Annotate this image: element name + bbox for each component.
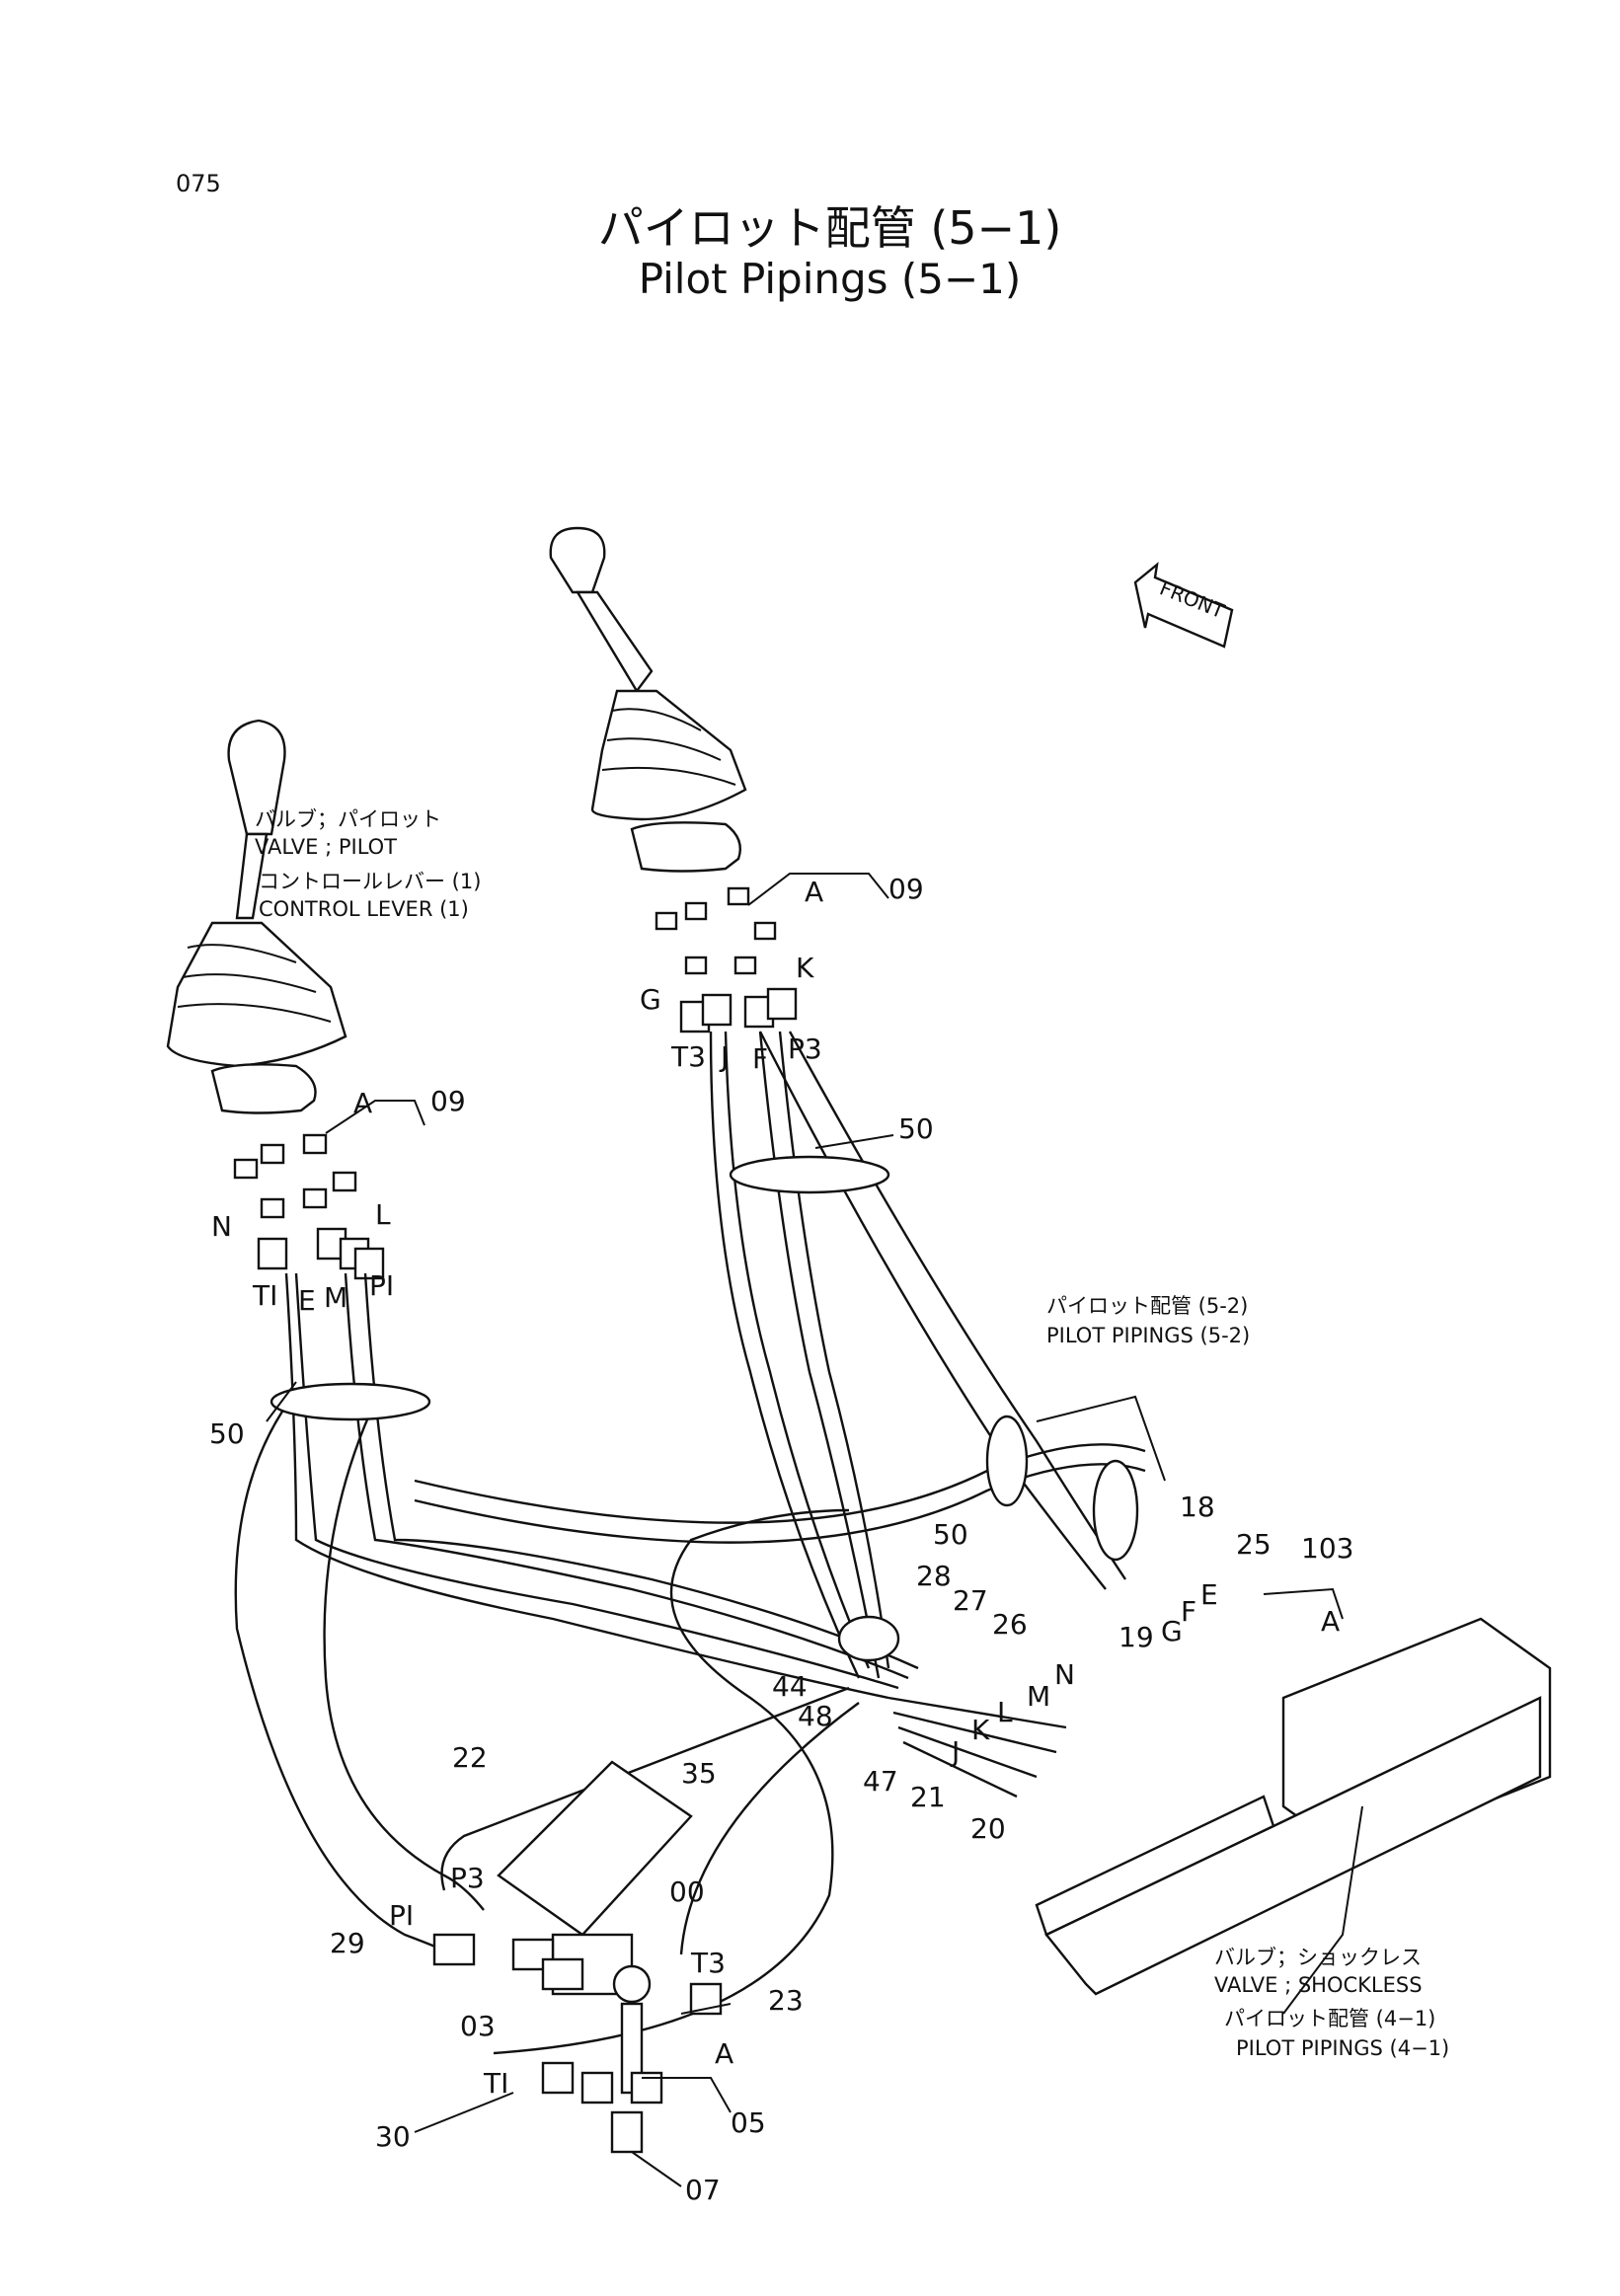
title-japanese: パイロット配管 (5−1) [597,201,1062,255]
callout-18: 18 [1180,1491,1215,1523]
port-label-f: F [1181,1595,1196,1628]
pilot-valve-assembly [432,1760,723,2154]
callout-09-left: 09 [430,1085,466,1117]
callout-50-top: 50 [898,1112,934,1145]
callout-30: 30 [375,2120,411,2153]
port-label-f: F [752,1042,768,1075]
callout-50-center: 50 [933,1518,968,1551]
port-label-a: A [353,1087,372,1119]
note-pipings52-en: PILOT PIPINGS (5-2) [1046,1324,1250,1347]
port-label-k: K [971,1714,990,1746]
port-label-n: N [211,1210,232,1243]
note-pilot-valve-en: VALVE ; PILOT [255,835,397,859]
port-label-a: A [805,876,823,908]
note-pipings41-en: PILOT PIPINGS (4−1) [1236,2036,1449,2060]
port-label-t1: TI [483,2067,508,2100]
callout-21: 21 [910,1781,946,1813]
left-control-lever [166,719,347,1114]
title-english: Pilot Pipings (5−1) [638,255,1022,303]
port-label-e: E [1200,1578,1218,1611]
port-label-p1: PI [369,1269,394,1302]
callout-22: 22 [452,1741,488,1774]
callout-03: 03 [460,2010,496,2042]
clamp-group [270,1155,1139,1662]
port-label-m: M [324,1281,347,1314]
port-label-k: K [796,952,814,984]
port-label-m: M [1027,1680,1050,1713]
front-arrow-icon: FRONT [1133,562,1234,649]
callout-47: 47 [863,1765,898,1798]
callout-20: 20 [970,1812,1006,1845]
callout-09-right: 09 [888,873,924,905]
shockless-valve-block [1035,1617,1552,1996]
callout-26: 26 [992,1608,1028,1641]
callout-29: 29 [330,1927,365,1959]
port-label-p1: PI [389,1899,414,1932]
port-label-a: A [1321,1605,1340,1638]
callout-05: 05 [731,2106,766,2139]
callout-28: 28 [916,1560,952,1592]
note-pipings52-jp: パイロット配管 (5-2) [1046,1294,1248,1318]
callout-00: 00 [669,1875,705,1908]
note-pilot-valve-jp: バルブ；パイロット [255,807,441,831]
callout-23: 23 [768,1984,804,2017]
port-label-l: L [997,1696,1013,1728]
callout-27: 27 [953,1584,988,1617]
port-label-a: A [715,2037,733,2070]
note-control-lever-jp: コントロールレバー (1) [259,870,481,893]
right-control-lever [549,526,747,873]
leader-lines [266,873,1363,2187]
callout-103: 103 [1301,1532,1353,1565]
port-label-t3: T3 [690,1947,726,1979]
page-number: 075 [176,170,221,197]
note-control-lever-en: CONTROL LEVER (1) [259,897,469,921]
port-label-e: E [298,1284,316,1317]
callout-25: 25 [1236,1528,1272,1561]
port-label-t1: TI [252,1279,277,1312]
callout-19: 19 [1119,1621,1154,1653]
callout-07: 07 [685,2174,721,2206]
note-pipings41-jp: パイロット配管 (4−1) [1224,2007,1435,2030]
port-label-j: J [950,1735,960,1768]
left-fitting-group [233,1133,385,1280]
port-label-p3: P3 [450,1862,485,1894]
note-shockless-jp: バルブ；ショックレス [1214,1946,1422,1969]
port-label-g: G [1161,1615,1183,1647]
note-shockless-en: VALVE ; SHOCKLESS [1214,1973,1423,1997]
pilot-hose-bundle [234,1031,1146,2055]
callout-50-left: 50 [209,1417,245,1450]
port-label-t3: T3 [670,1040,706,1073]
right-fitting-group [655,886,798,1033]
port-label-n: N [1054,1658,1075,1691]
callout-44: 44 [772,1670,808,1703]
port-label-l: L [375,1198,391,1231]
port-label-j: J [719,1040,729,1073]
port-label-g: G [640,983,661,1016]
callout-35: 35 [681,1757,717,1790]
callout-48: 48 [798,1700,833,1732]
port-label-p3: P3 [788,1033,822,1065]
